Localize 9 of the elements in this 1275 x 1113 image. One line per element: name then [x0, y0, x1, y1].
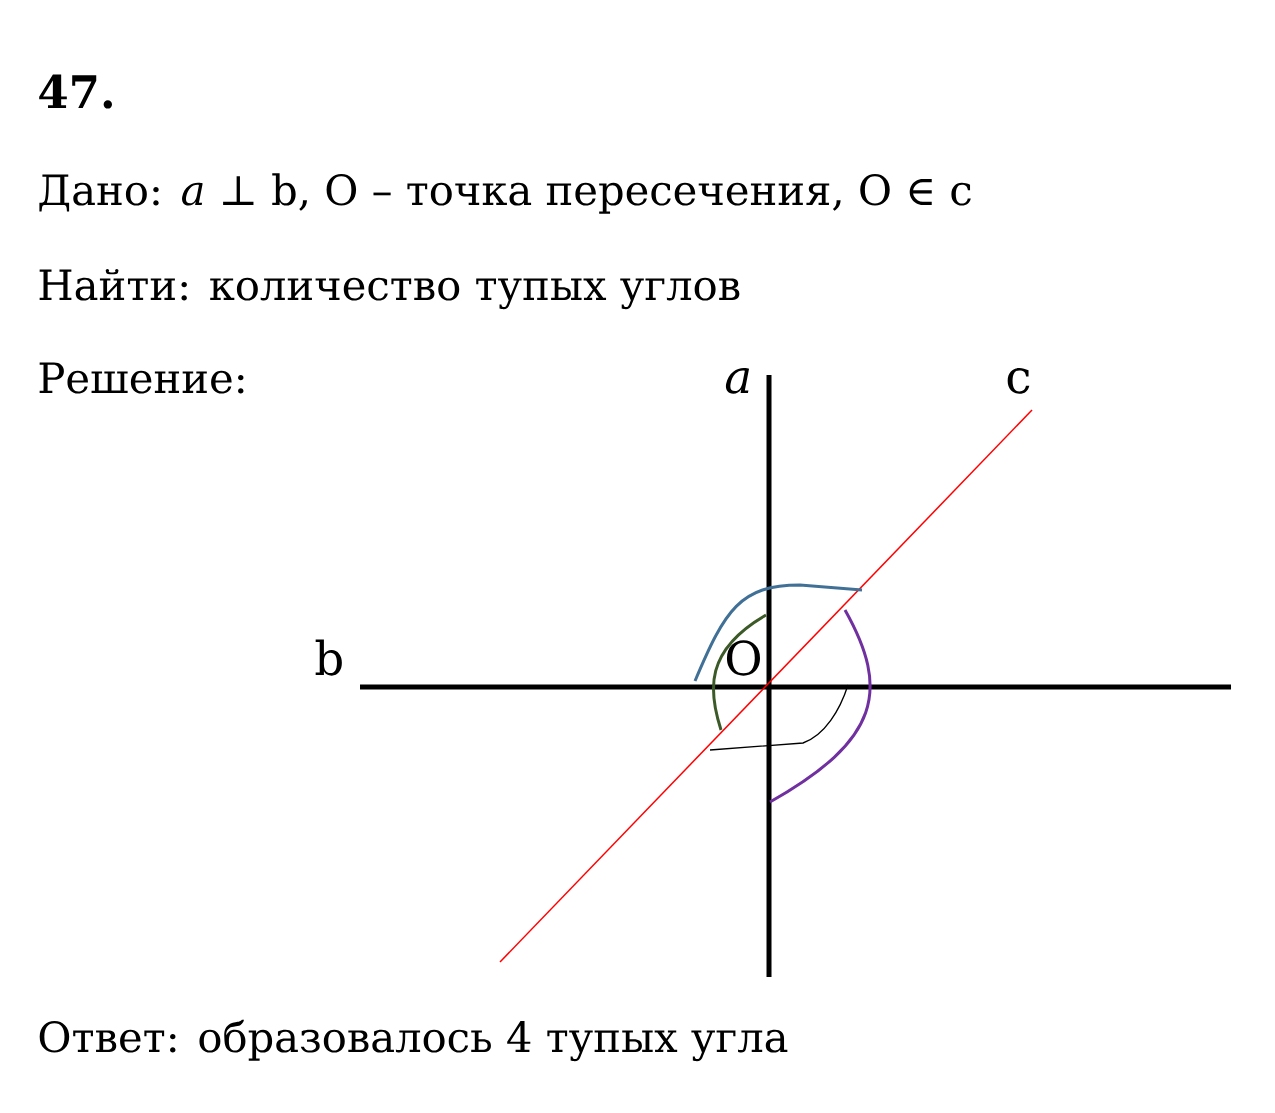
line-label: a	[725, 368, 750, 394]
line-label: b	[315, 639, 342, 676]
solution-heading: Решение:	[39, 362, 244, 394]
find-text: Найти: количество тупых углов	[39, 268, 740, 310]
answer-text: Ответ: образовалось 4 тупых угла	[39, 1019, 788, 1062]
problem-number: 47.	[39, 74, 112, 109]
point-label: O	[726, 640, 760, 676]
given-text: Дано: a ⊥ b, O – точка пересечения, O ∈ c	[39, 173, 971, 214]
line-label: c	[1007, 368, 1030, 394]
